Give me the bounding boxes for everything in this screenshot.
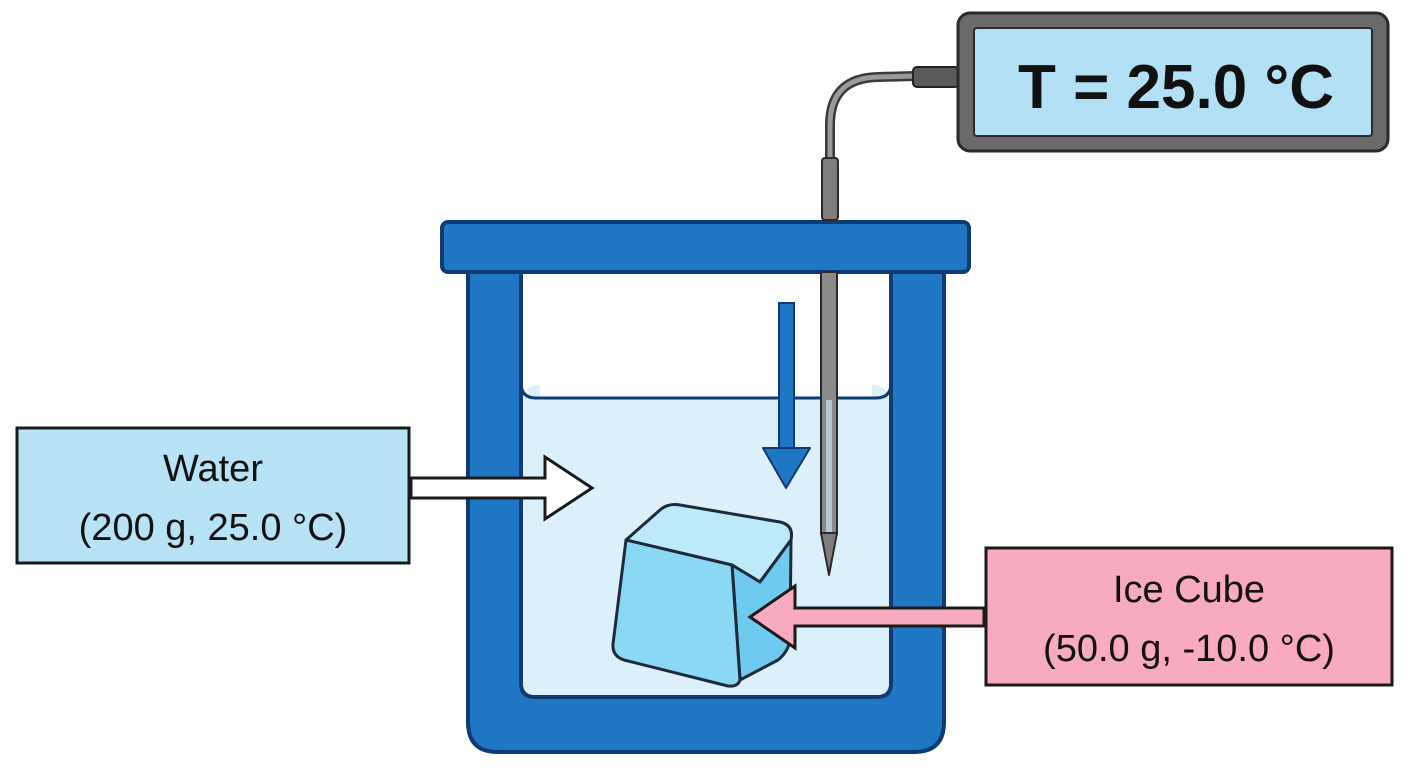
probe-rod-upper [821, 157, 839, 221]
ice-label-title: Ice Cube [1113, 569, 1265, 611]
ice-arrow [747, 583, 986, 651]
water-label-details: (200 g, 25.0 °C) [79, 507, 348, 549]
ice-label-details: (50.0 g, -10.0 °C) [1043, 628, 1335, 670]
water-surface-line [519, 382, 893, 400]
thermometer-probe [820, 66, 960, 576]
ice-cube [611, 503, 793, 688]
thermometer-display: T = 25.0 °C [956, 11, 1390, 153]
water-label-title: Water [163, 448, 263, 490]
water-arrow [409, 454, 595, 522]
down-arrow [762, 302, 811, 489]
container-lid [440, 220, 971, 274]
probe-tip [820, 532, 838, 576]
temperature-reading: T = 25.0 °C [1018, 53, 1334, 122]
water-label-box: Water (200 g, 25.0 °C) [15, 426, 411, 565]
ice-label-box: Ice Cube (50.0 g, -10.0 °C) [984, 546, 1394, 687]
